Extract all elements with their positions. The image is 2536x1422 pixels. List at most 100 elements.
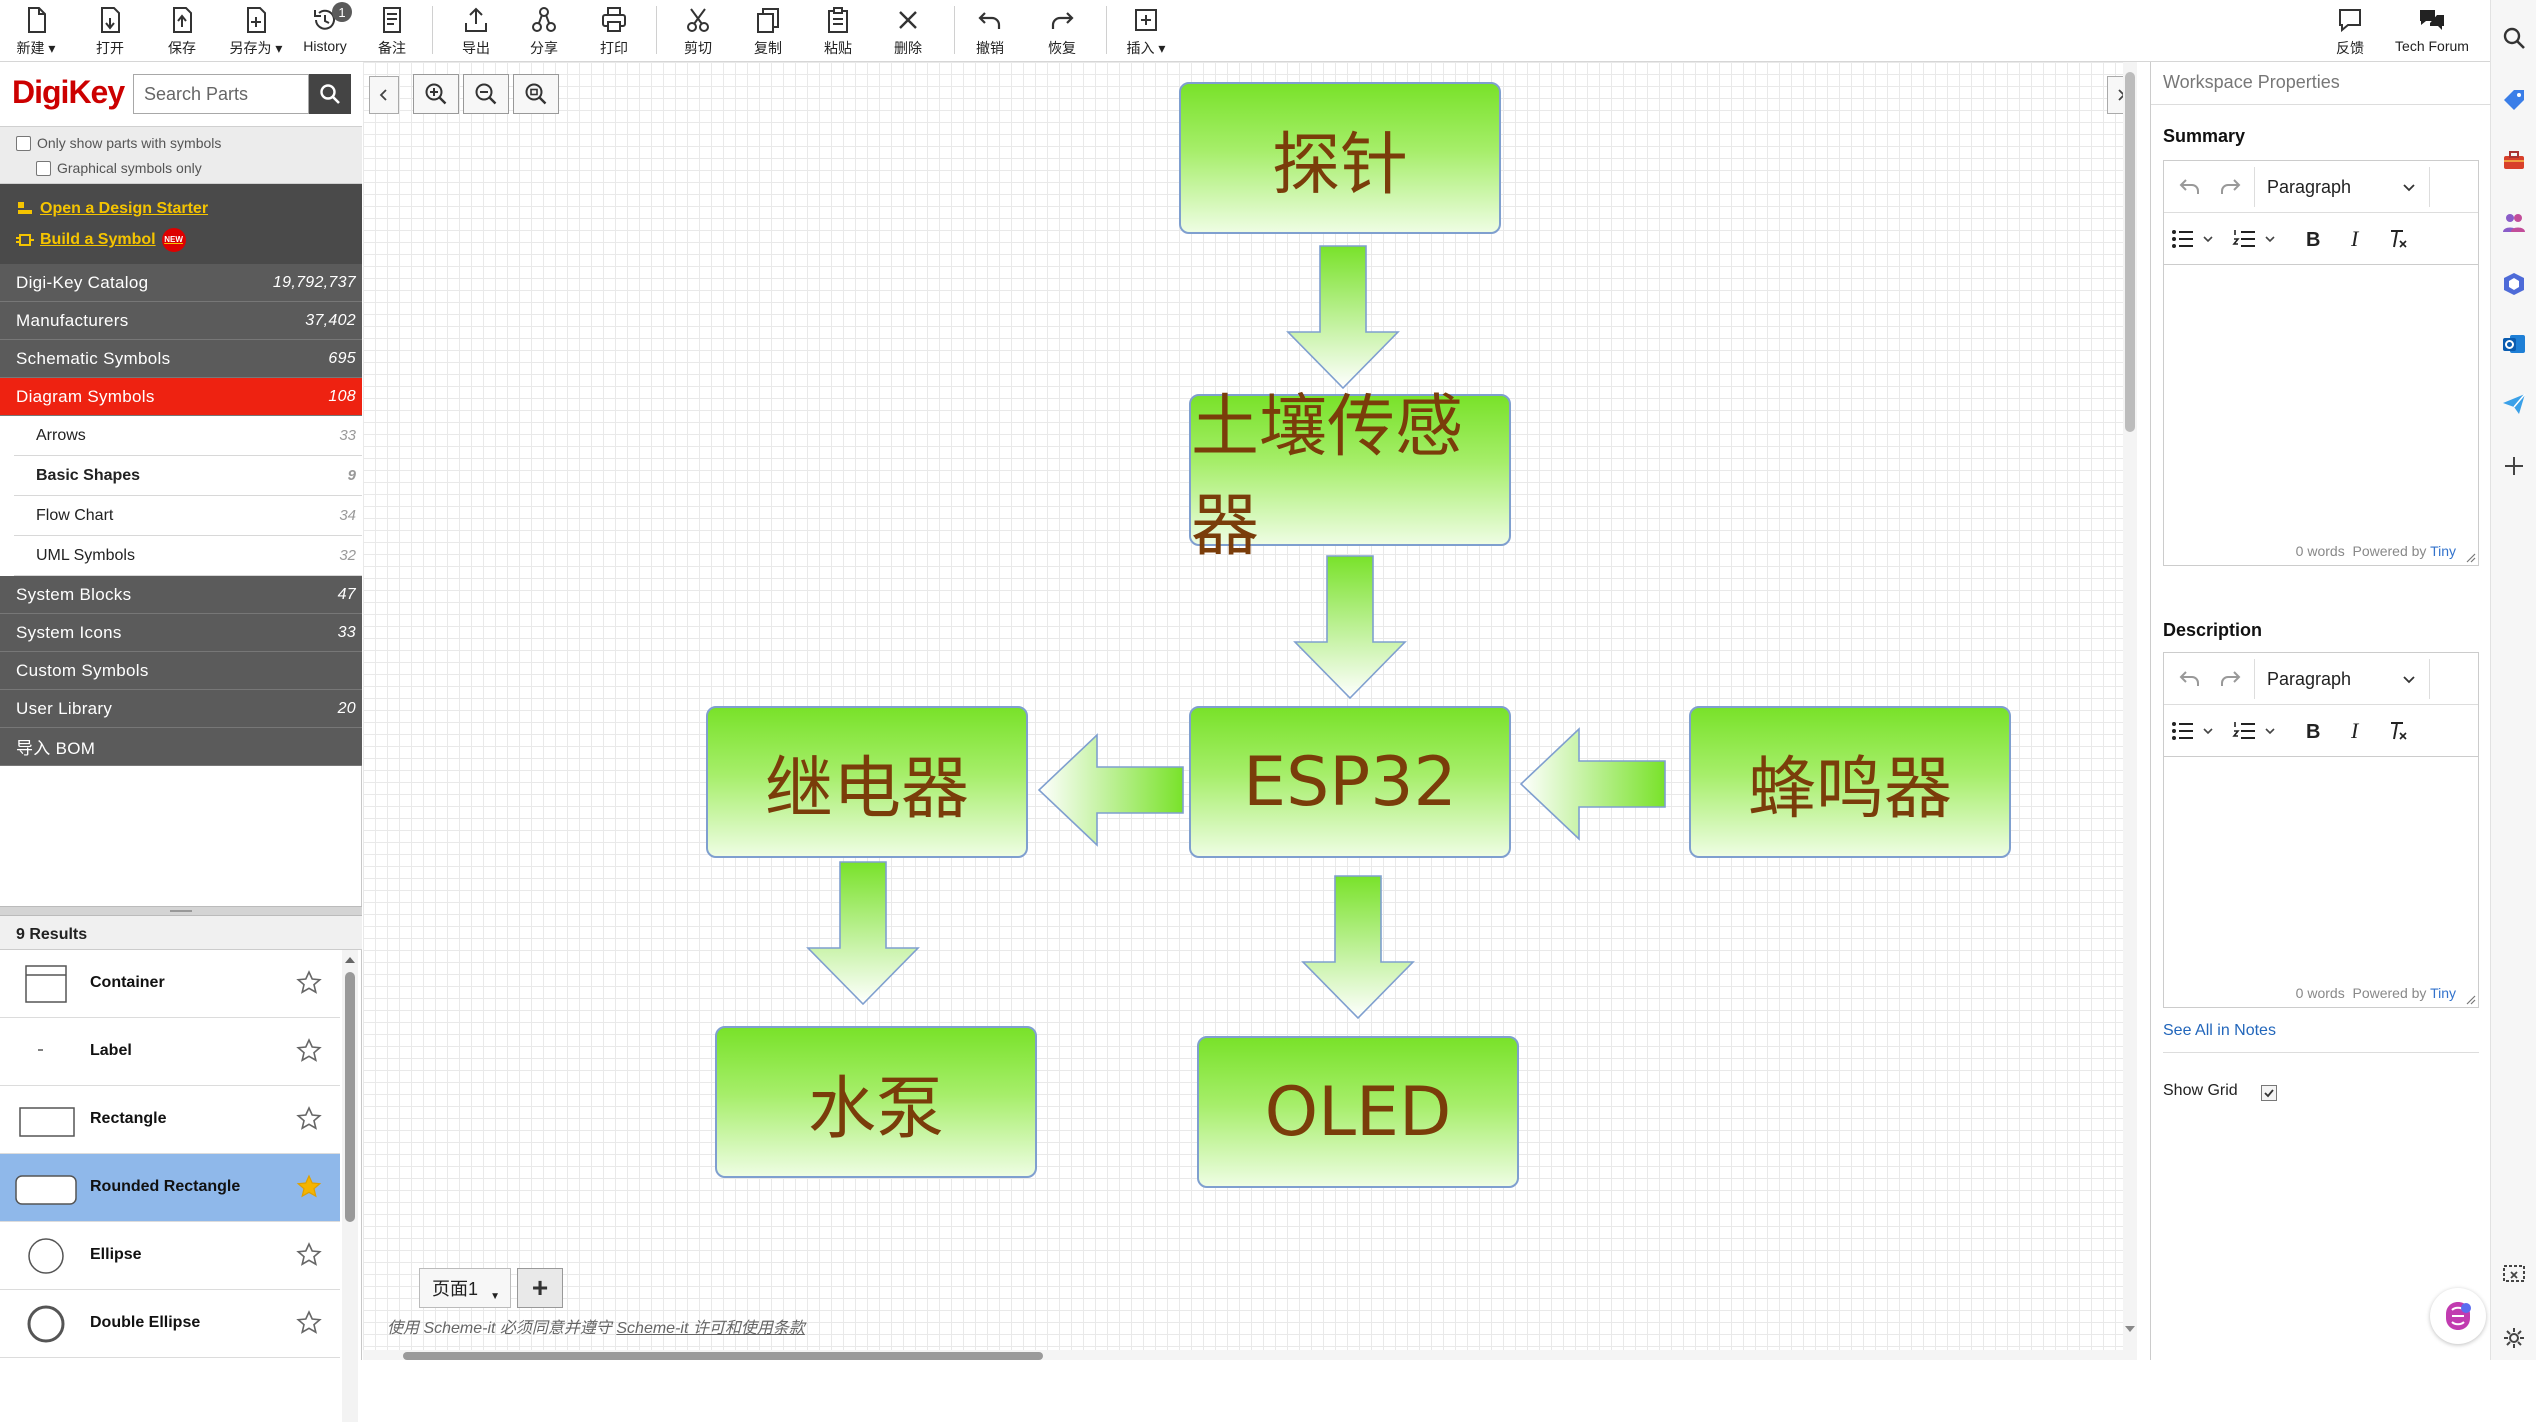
editor-undo-button[interactable]	[2172, 661, 2208, 697]
results-scrollbar-thumb[interactable]	[345, 972, 355, 1222]
arrow-down-sensor-to-esp32[interactable]	[1290, 554, 1410, 700]
panel-splitter[interactable]	[0, 906, 362, 916]
results-scrollbar[interactable]	[342, 950, 358, 1422]
category-diagram-symbols[interactable]: Diagram Symbols 108	[0, 378, 362, 416]
show-grid-checkbox[interactable]	[2261, 1085, 2277, 1101]
bold-button[interactable]: B	[2296, 713, 2332, 749]
history-button[interactable]: 1 History	[290, 2, 360, 60]
new-button[interactable]: 新建 ▾	[4, 2, 68, 60]
star-icon[interactable]	[296, 970, 322, 996]
clear-format-button[interactable]	[2380, 713, 2416, 749]
bold-button[interactable]: B	[2296, 221, 2332, 257]
build-symbol-link[interactable]: Build a Symbol NEW	[16, 228, 186, 252]
italic-button[interactable]: I	[2338, 221, 2374, 257]
numbered-list-button[interactable]	[2230, 221, 2284, 257]
canvas-vertical-scroll-thumb[interactable]	[2125, 72, 2135, 432]
feedback-button[interactable]: 反馈	[2318, 2, 2382, 60]
search-icon[interactable]	[2500, 24, 2528, 52]
result-item-container[interactable]: Container	[0, 950, 340, 1018]
scroll-down-arrow-icon[interactable]	[2123, 1322, 2137, 1336]
filter-symbols-checkbox[interactable]	[16, 135, 31, 151]
cut-button[interactable]: 剪切	[666, 2, 730, 60]
bullet-list-button[interactable]	[2168, 713, 2222, 749]
search-button[interactable]	[309, 74, 351, 114]
star-filled-icon[interactable]	[296, 1174, 322, 1200]
result-item-rounded-rectangle[interactable]: Rounded Rectangle	[0, 1154, 340, 1222]
outlook-icon[interactable]	[2500, 330, 2528, 358]
arrow-down-relay-to-pump[interactable]	[803, 860, 923, 1006]
paste-button[interactable]: 粘贴	[806, 2, 870, 60]
editor-undo-button[interactable]	[2172, 169, 2208, 205]
category-import-bom[interactable]: 导入 BOM	[0, 728, 362, 766]
result-item-ellipse[interactable]: Ellipse	[0, 1222, 340, 1290]
copilot-button[interactable]	[2430, 1288, 2486, 1344]
arrow-left-esp32-to-relay[interactable]	[1037, 732, 1187, 848]
zoom-fit-button[interactable]	[513, 74, 559, 114]
star-icon[interactable]	[296, 1242, 322, 1268]
toolbox-icon[interactable]	[2500, 146, 2528, 174]
category-digikey-catalog[interactable]: Digi-Key Catalog 19,792,737	[0, 264, 362, 302]
save-button[interactable]: 保存	[150, 2, 214, 60]
share-button[interactable]: 分享	[512, 2, 576, 60]
zoom-in-button[interactable]	[413, 74, 459, 114]
add-icon[interactable]	[2500, 452, 2528, 480]
result-item-rectangle[interactable]: Rectangle	[0, 1086, 340, 1154]
subcategory-arrows[interactable]: Arrows 33	[14, 416, 362, 456]
filter-graphical-only[interactable]: Graphical symbols only	[36, 160, 202, 176]
notes-button[interactable]: 备注	[360, 2, 424, 60]
print-button[interactable]: 打印	[582, 2, 646, 60]
add-page-button[interactable]: +	[517, 1268, 563, 1308]
gear-icon[interactable]	[2500, 1324, 2528, 1352]
open-design-starter-link[interactable]: Open a Design Starter	[16, 200, 208, 218]
see-all-in-notes-link[interactable]: See All in Notes	[2163, 1022, 2276, 1039]
result-item-double-ellipse[interactable]: Double Ellipse	[0, 1290, 340, 1358]
category-system-icons[interactable]: System Icons 33	[0, 614, 362, 652]
page-tab[interactable]: 页面1 ▼	[419, 1268, 511, 1308]
resize-grip-icon[interactable]	[2464, 993, 2476, 1005]
open-button[interactable]: 打开	[78, 2, 142, 60]
diagram-canvas[interactable]: 探针 土壤传感器 继电器 ESP32 蜂鸣器 水泵 OLED 页面1 ▼ + 使…	[363, 62, 2137, 1360]
redo-button[interactable]: 恢复	[1030, 2, 1094, 60]
subcategory-basic-shapes[interactable]: Basic Shapes 9	[14, 456, 362, 496]
copy-button[interactable]: 复制	[736, 2, 800, 60]
license-link[interactable]: Scheme-it 许可和使用条款	[616, 1320, 805, 1337]
search-parts-input[interactable]	[133, 74, 309, 114]
canvas-vertical-scrollbar[interactable]	[2123, 62, 2137, 1360]
editor-redo-button[interactable]	[2212, 661, 2248, 697]
paragraph-select[interactable]: Paragraph	[2254, 167, 2430, 207]
canvas-horizontal-scroll-thumb[interactable]	[403, 1352, 1043, 1360]
node-probe[interactable]: 探针	[1179, 82, 1501, 234]
arrow-left-buzzer-to-esp32[interactable]	[1519, 726, 1669, 842]
filter-graphical-checkbox[interactable]	[36, 160, 51, 176]
screen-capture-icon[interactable]	[2500, 1260, 2528, 1288]
people-icon[interactable]	[2500, 208, 2528, 236]
numbered-list-button[interactable]	[2230, 713, 2284, 749]
tag-icon[interactable]	[2500, 86, 2528, 114]
node-pump[interactable]: 水泵	[715, 1026, 1037, 1178]
category-user-library[interactable]: User Library 20	[0, 690, 362, 728]
node-oled[interactable]: OLED	[1197, 1036, 1519, 1188]
clear-format-button[interactable]	[2380, 221, 2416, 257]
category-manufacturers[interactable]: Manufacturers 37,402	[0, 302, 362, 340]
canvas-horizontal-scrollbar[interactable]	[363, 1350, 2123, 1360]
tiny-link[interactable]: Tiny	[2430, 985, 2456, 1001]
paragraph-select[interactable]: Paragraph	[2254, 659, 2430, 699]
send-icon[interactable]	[2500, 390, 2528, 418]
star-icon[interactable]	[296, 1106, 322, 1132]
category-system-blocks[interactable]: System Blocks 47	[0, 576, 362, 614]
result-item-label[interactable]: Label	[0, 1018, 340, 1086]
filter-symbols-only[interactable]: Only show parts with symbols	[16, 135, 221, 151]
italic-button[interactable]: I	[2338, 713, 2374, 749]
office-icon[interactable]	[2500, 270, 2528, 298]
category-custom-symbols[interactable]: Custom Symbols	[0, 652, 362, 690]
insert-button[interactable]: 插入 ▾	[1114, 2, 1178, 60]
delete-button[interactable]: 删除	[876, 2, 940, 60]
arrow-down-esp32-to-oled[interactable]	[1298, 874, 1418, 1020]
scroll-up-arrow-icon[interactable]	[342, 952, 358, 968]
node-buzzer[interactable]: 蜂鸣器	[1689, 706, 2011, 858]
tech-forum-button[interactable]: Tech Forum	[2388, 2, 2476, 60]
category-schematic-symbols[interactable]: Schematic Symbols 695	[0, 340, 362, 378]
subcategory-uml-symbols[interactable]: UML Symbols 32	[14, 536, 362, 576]
star-icon[interactable]	[296, 1038, 322, 1064]
zoom-out-button[interactable]	[463, 74, 509, 114]
